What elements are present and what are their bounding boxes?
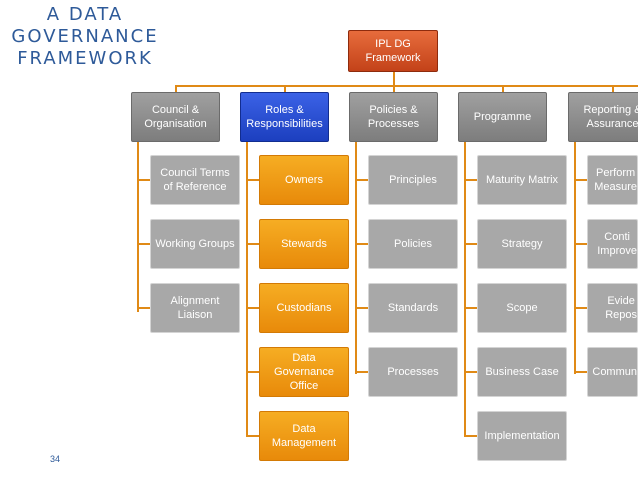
node-evidence-repository: Evide Repos xyxy=(587,283,638,333)
node-processes: Processes xyxy=(368,347,458,397)
root-node: IPL DG Framework xyxy=(348,30,438,72)
column-connector xyxy=(393,85,395,92)
item-connector xyxy=(137,243,150,245)
root-connector xyxy=(393,72,395,86)
node-reporting-assurance: Reporting & Assurance xyxy=(568,92,638,142)
node-policies-processes: Policies & Processes xyxy=(349,92,438,142)
top-connector-bar xyxy=(175,85,638,87)
node-policies: Policies xyxy=(368,219,458,269)
item-connector xyxy=(464,243,477,245)
item-connector xyxy=(355,179,368,181)
node-data-management: Data Management xyxy=(259,411,349,461)
column-spine xyxy=(574,142,576,374)
page-title: A DATA GOVERNANCE FRAMEWORK xyxy=(11,4,159,69)
node-programme: Programme xyxy=(458,92,547,142)
column-connector xyxy=(175,85,177,92)
node-council-organisation: Council & Organisation xyxy=(131,92,220,142)
column-connector xyxy=(612,85,614,92)
node-custodians: Custodians xyxy=(259,283,349,333)
node-strategy: Strategy xyxy=(477,219,567,269)
node-continuous-improvement: Conti Improve xyxy=(587,219,638,269)
column-connector xyxy=(284,85,286,92)
node-working-groups: Working Groups xyxy=(150,219,240,269)
item-connector xyxy=(574,307,587,309)
node-implementation: Implementation xyxy=(477,411,567,461)
item-connector xyxy=(355,307,368,309)
node-alignment-liaison: Alignment Liaison xyxy=(150,283,240,333)
column-connector xyxy=(502,85,504,92)
item-connector xyxy=(137,307,150,309)
item-connector xyxy=(246,179,259,181)
node-scope: Scope xyxy=(477,283,567,333)
item-connector xyxy=(246,371,259,373)
item-connector xyxy=(246,243,259,245)
item-connector xyxy=(574,371,587,373)
item-connector xyxy=(574,179,587,181)
node-owners: Owners xyxy=(259,155,349,205)
page-number: 34 xyxy=(50,454,61,464)
node-performance-measures: Perform Measure xyxy=(587,155,638,205)
item-connector xyxy=(355,243,368,245)
item-connector xyxy=(464,435,477,437)
item-connector xyxy=(464,371,477,373)
column-spine xyxy=(464,142,466,437)
column-spine xyxy=(355,142,357,374)
node-data-governance-office: Data Governance Office xyxy=(259,347,349,397)
item-connector xyxy=(246,435,259,437)
node-communication: Commun xyxy=(587,347,638,397)
node-council-terms-of-reference: Council Terms of Reference xyxy=(150,155,240,205)
item-connector xyxy=(246,307,259,309)
column-spine xyxy=(137,142,139,312)
item-connector xyxy=(464,307,477,309)
node-roles-responsibilities: Roles & Responsibilities xyxy=(240,92,329,142)
item-connector xyxy=(464,179,477,181)
node-principles: Principles xyxy=(368,155,458,205)
node-business-case: Business Case xyxy=(477,347,567,397)
item-connector xyxy=(574,243,587,245)
node-standards: Standards xyxy=(368,283,458,333)
column-spine xyxy=(246,142,248,437)
item-connector xyxy=(355,371,368,373)
node-maturity-matrix: Maturity Matrix xyxy=(477,155,567,205)
item-connector xyxy=(137,179,150,181)
node-stewards: Stewards xyxy=(259,219,349,269)
